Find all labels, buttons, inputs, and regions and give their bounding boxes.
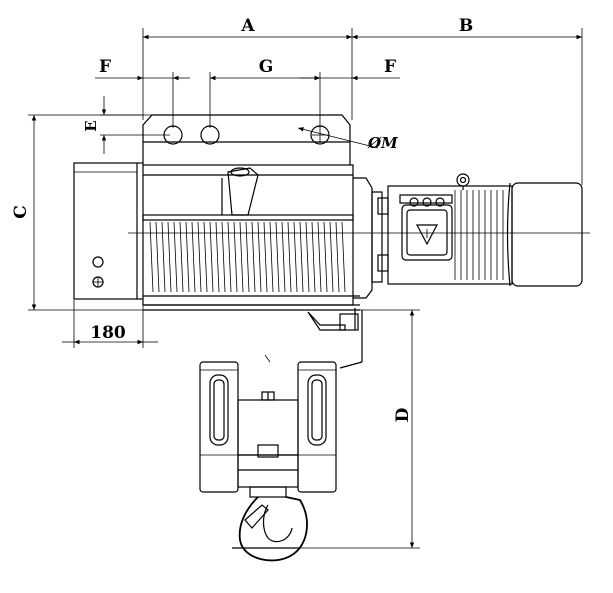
rope-drum xyxy=(149,221,346,293)
hook-block xyxy=(199,361,337,562)
label-f-left: F xyxy=(99,57,111,77)
label-b: B xyxy=(459,16,473,36)
limit-switch xyxy=(264,308,363,369)
dimension-e: E xyxy=(82,96,170,154)
lifting-hole-2 xyxy=(200,125,220,145)
label-g: G xyxy=(259,57,274,77)
label-180: 180 xyxy=(90,323,126,343)
dimension-a-b: A B xyxy=(142,16,583,185)
label-e: E xyxy=(82,120,100,131)
dimension-f-g: F G F xyxy=(95,57,400,128)
bolt-upper xyxy=(92,256,104,268)
drum-housing xyxy=(142,164,360,311)
lifting-hole-3 xyxy=(310,125,330,145)
dimension-180: 180 xyxy=(62,300,158,348)
label-m: ØM xyxy=(367,134,398,152)
motor xyxy=(387,173,583,287)
gearbox xyxy=(353,177,389,299)
lifting-plate xyxy=(142,114,351,165)
lifting-hole-1 xyxy=(163,125,183,145)
end-cover xyxy=(73,162,143,300)
dimension-c: C xyxy=(11,114,145,311)
label-a: A xyxy=(240,16,255,36)
label-f-right: F xyxy=(384,57,396,77)
label-d: D xyxy=(393,407,413,422)
label-c: C xyxy=(11,205,31,219)
